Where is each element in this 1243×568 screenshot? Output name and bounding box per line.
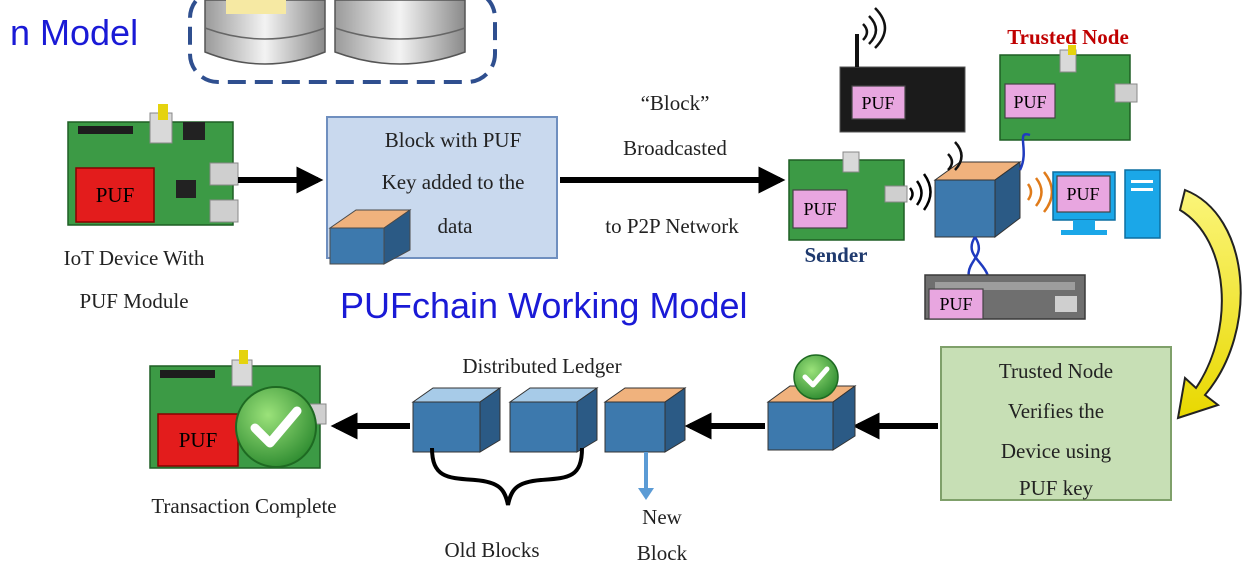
sender-board: PUF bbox=[788, 151, 908, 241]
verify-box bbox=[940, 346, 1172, 501]
puf-label: PUF bbox=[861, 93, 894, 113]
verify-box-line1: Trusted Node bbox=[999, 359, 1113, 383]
old-blocks-brace bbox=[430, 447, 584, 506]
server-device: PUF bbox=[924, 274, 1086, 320]
verify-box-line2: Verifies the bbox=[1008, 399, 1104, 423]
block-box-line3: data bbox=[438, 214, 474, 238]
working-model-title: PUFchain Working Model bbox=[340, 285, 748, 326]
puf-label: PUF bbox=[179, 428, 218, 452]
puf-label: PUF bbox=[96, 183, 135, 207]
old-block-cube-1 bbox=[411, 387, 502, 453]
transaction-complete-label: Transaction Complete bbox=[151, 494, 336, 518]
broadcast-label-line1: “Block” bbox=[641, 91, 710, 115]
trusted-node-board: PUF bbox=[999, 45, 1138, 141]
network-cable bbox=[1018, 132, 1031, 171]
new-block-pointer-head bbox=[638, 488, 654, 500]
old-blocks-label: Old Blocks bbox=[444, 538, 539, 562]
wireless-waves-icon bbox=[908, 173, 932, 211]
verify-box-line3: Device using bbox=[1001, 439, 1112, 463]
broadcast-label-line2: Broadcasted bbox=[623, 136, 727, 160]
distributed-ledger-label: Distributed Ledger bbox=[462, 354, 621, 378]
wireless-module: PUF bbox=[839, 7, 966, 133]
block-box-line2: Key added to the bbox=[382, 170, 525, 194]
check-icon bbox=[235, 386, 317, 468]
puf-label: PUF bbox=[1066, 184, 1099, 204]
database-icon bbox=[188, 0, 497, 84]
iot-device-label-line2: PUF Module bbox=[79, 289, 188, 313]
new-block-label-line1: New bbox=[642, 505, 682, 529]
computer-icon: PUF bbox=[1052, 169, 1161, 239]
puf-label: PUF bbox=[939, 294, 972, 314]
broadcast-label-line3: to P2P Network bbox=[605, 214, 739, 238]
block-cube-icon bbox=[328, 209, 412, 265]
verify-box-line4: PUF key bbox=[1019, 476, 1094, 500]
puf-label: PUF bbox=[1013, 92, 1046, 112]
block-box-line1: Block with PUF bbox=[385, 128, 522, 152]
network-cube bbox=[933, 141, 1022, 239]
new-block-cube bbox=[603, 387, 687, 453]
new-block-label-line2: Block bbox=[637, 541, 688, 565]
puf-label: PUF bbox=[803, 199, 836, 219]
yellow-curved-arrow bbox=[1176, 188, 1242, 420]
iot-device-board: PUF bbox=[67, 104, 239, 226]
completed-device-board: PUF bbox=[149, 350, 327, 469]
orange-waves-icon bbox=[1026, 171, 1054, 213]
iot-device-label-line1: IoT Device With bbox=[64, 246, 205, 270]
verified-block-cube bbox=[766, 354, 857, 451]
old-block-cube-2 bbox=[508, 387, 599, 453]
header-title-fragment: n Model bbox=[10, 12, 138, 53]
sender-label: Sender bbox=[805, 243, 868, 267]
